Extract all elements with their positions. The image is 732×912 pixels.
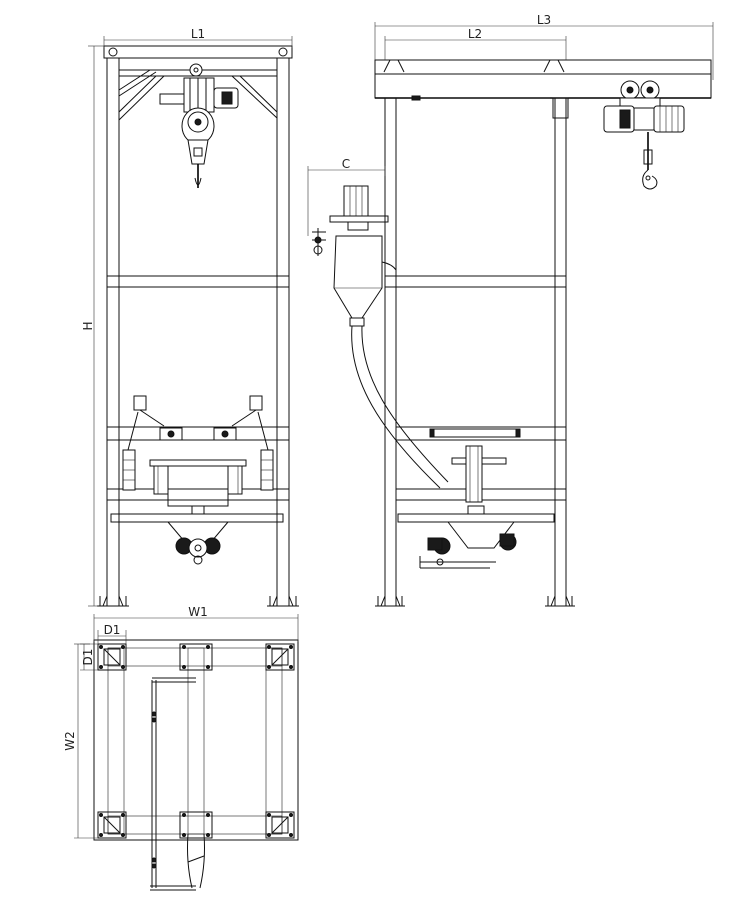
front-foot-left bbox=[97, 595, 129, 607]
front-view: L1 H bbox=[81, 27, 299, 607]
base-plate-bottom-middle bbox=[179, 811, 213, 839]
dimension-d1-top bbox=[97, 630, 127, 644]
label-l1: L1 bbox=[191, 27, 205, 41]
base-plate-top-left bbox=[97, 643, 127, 671]
electric-hoist-front bbox=[159, 63, 239, 188]
upper-brace-left bbox=[118, 69, 157, 97]
base-plate-bottom-right bbox=[265, 811, 295, 839]
front-top-beam bbox=[103, 45, 293, 59]
electric-trolley-hoist bbox=[603, 80, 685, 190]
side-foot-left bbox=[375, 595, 405, 607]
bag-clamp-right bbox=[213, 395, 274, 491]
discharge-platform bbox=[110, 513, 284, 523]
label-l2: L2 bbox=[468, 27, 482, 41]
label-w2: W2 bbox=[63, 731, 77, 751]
conveying-hose bbox=[351, 325, 441, 489]
label-c: C bbox=[342, 157, 350, 171]
lifting-eye-left bbox=[108, 47, 118, 57]
side-platform bbox=[397, 513, 555, 523]
vacuum-receiver bbox=[312, 185, 397, 327]
label-h: H bbox=[81, 321, 95, 330]
lower-crossbar bbox=[107, 426, 289, 441]
base-plate-top-right bbox=[265, 643, 295, 671]
dimension-l3 bbox=[374, 22, 714, 80]
plan-outline bbox=[93, 639, 299, 841]
discharge-hopper-front bbox=[149, 459, 247, 565]
side-view: L2 L3 C bbox=[307, 13, 714, 607]
dimension-c bbox=[307, 166, 386, 236]
label-d1-top: D1 bbox=[104, 623, 121, 637]
side-top-beam bbox=[374, 59, 712, 75]
crane-rail bbox=[374, 73, 712, 99]
side-middle-crossbar bbox=[385, 275, 566, 288]
dimension-w2 bbox=[74, 643, 98, 839]
side-foot-right bbox=[545, 595, 575, 607]
label-d1-side: D1 bbox=[81, 649, 95, 666]
dimension-h bbox=[88, 45, 104, 607]
middle-crossbar bbox=[107, 275, 289, 288]
upper-brace-right bbox=[231, 75, 278, 119]
dimension-w1 bbox=[93, 614, 299, 642]
plan-hose-rail bbox=[150, 677, 205, 891]
label-l3: L3 bbox=[537, 13, 551, 27]
label-w1: W1 bbox=[188, 605, 208, 619]
base-plate-top-middle bbox=[179, 643, 213, 671]
base-plate-bottom-left bbox=[97, 811, 127, 839]
discharge-hopper-side bbox=[419, 445, 517, 569]
plan-view: W1 D1 D1 W2 bbox=[63, 605, 299, 891]
dimension-l2 bbox=[384, 36, 567, 60]
front-foot-right bbox=[267, 595, 299, 607]
lifting-eye-right bbox=[278, 47, 288, 57]
bag-clamp-left bbox=[122, 395, 183, 491]
